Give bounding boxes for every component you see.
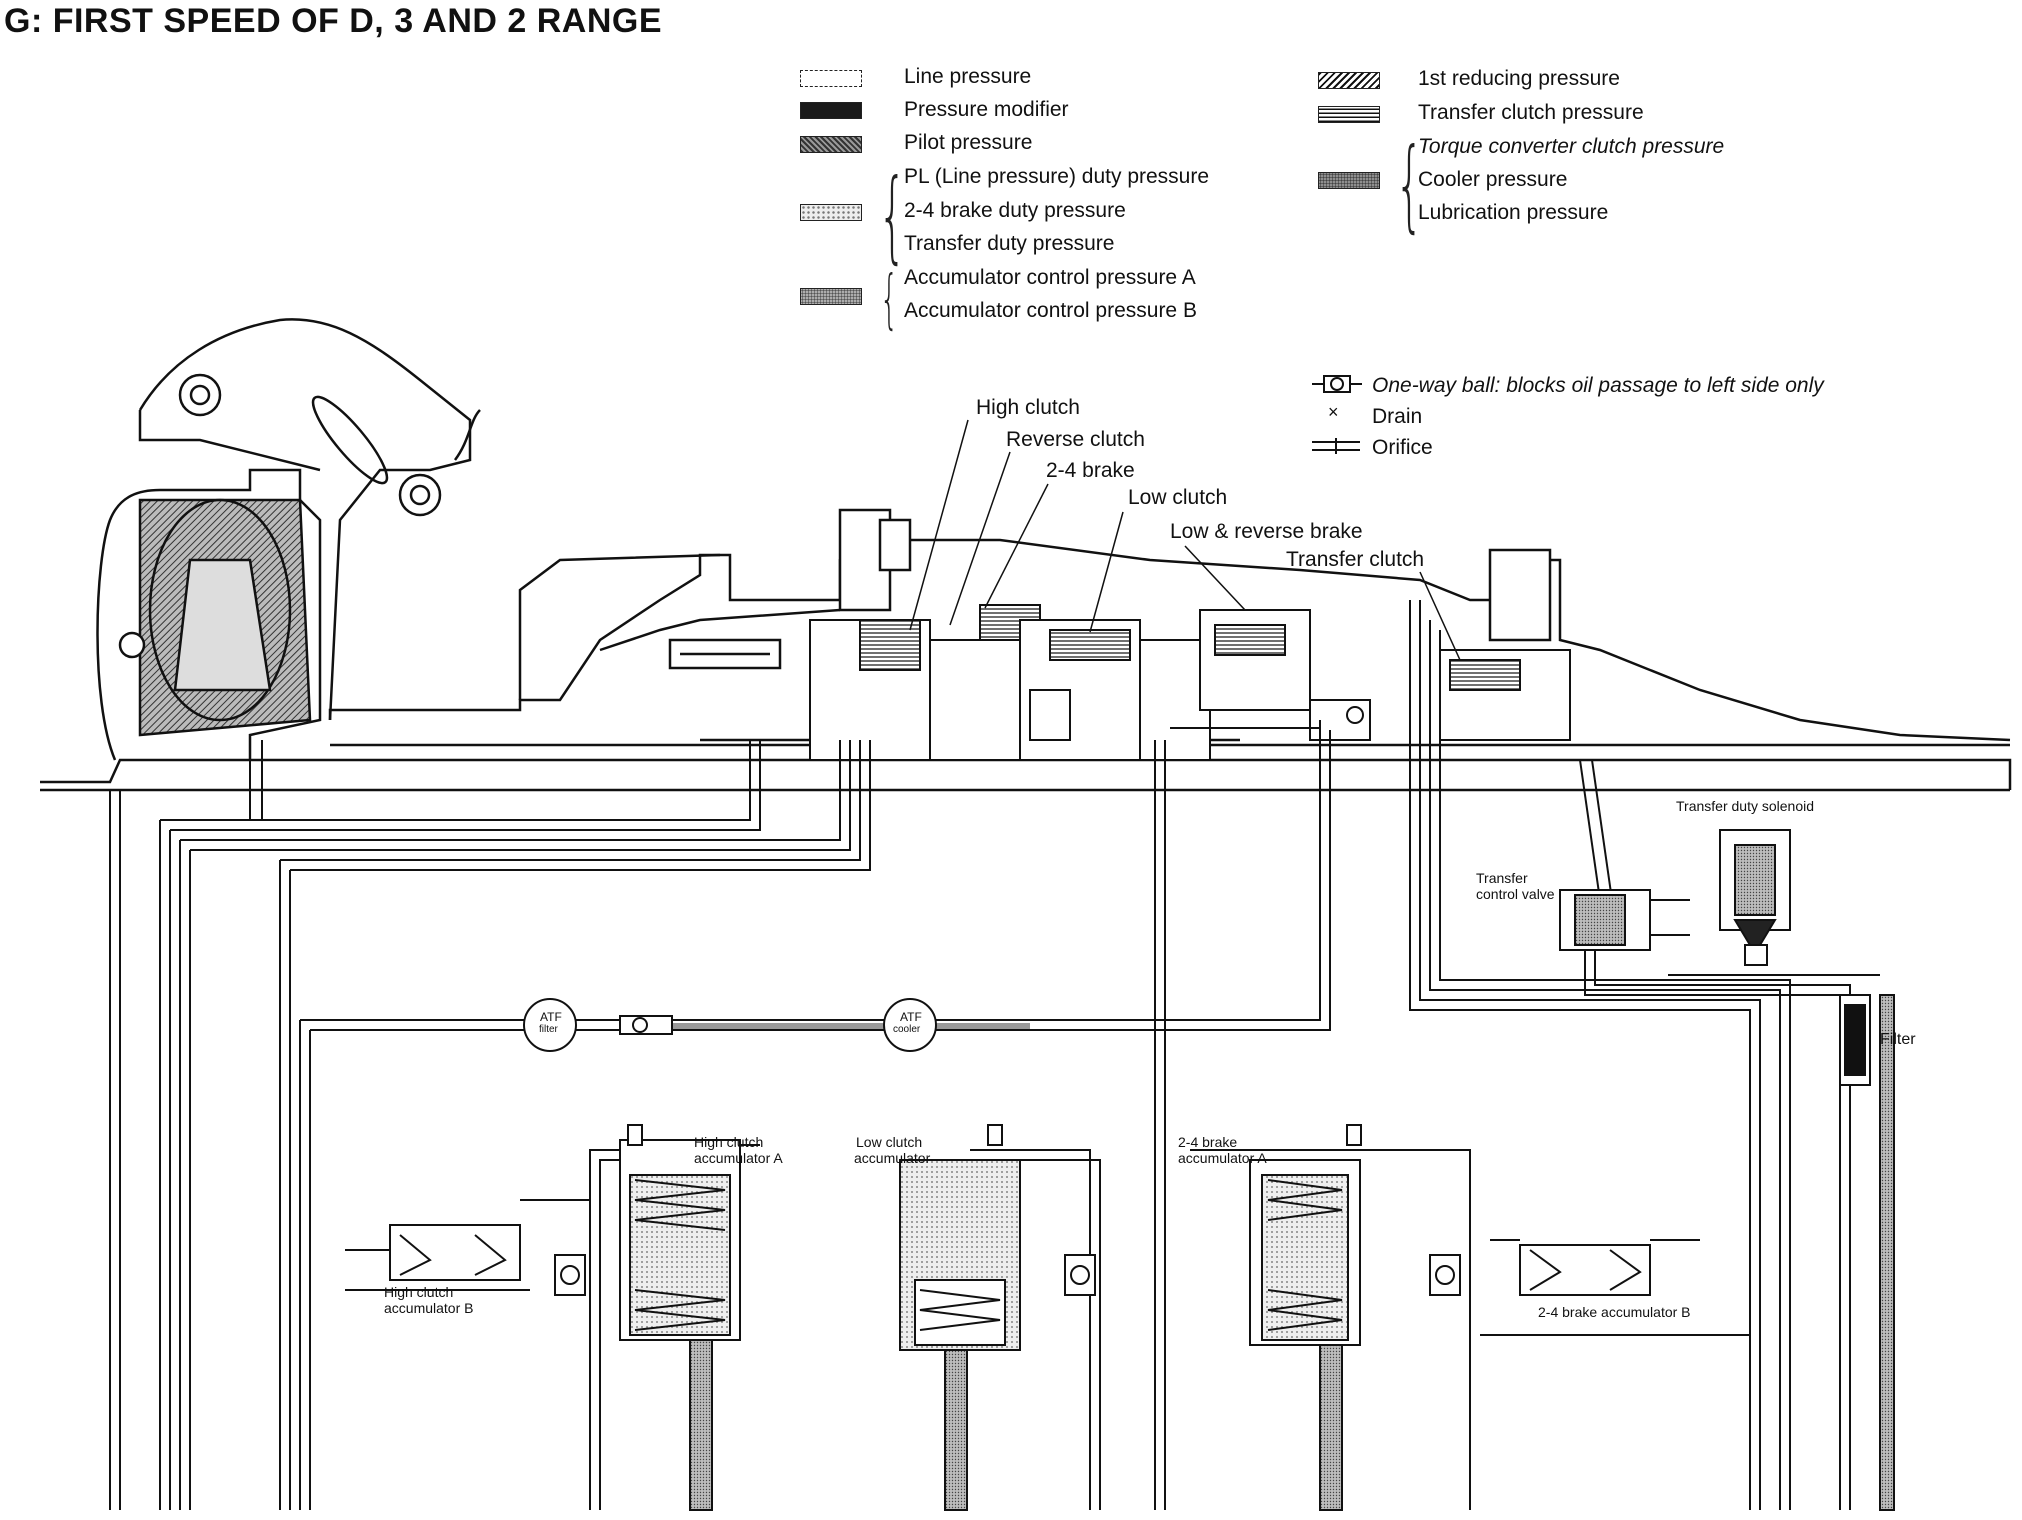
oil-passages [109,600,1895,1511]
label-transfer-control-valve-1: Transfer [1476,870,1528,886]
label-low-clutch: Low clutch [1128,486,1228,509]
label-high-clutch-acc-b-1: High clutch [384,1284,454,1300]
legend-swatch-duty-pressure [800,204,862,221]
legend-first-reducing: 1st reducing pressure [1418,67,1620,90]
clutch-packs [809,604,1571,761]
label-high-clutch-acc-a-2: accumulator A [694,1150,783,1166]
label-high-clutch-acc-b-2: accumulator B [384,1300,474,1316]
label-24-brake-acc-a-2: accumulator A [1178,1150,1267,1166]
legend-transfer-clutch-pressure: Transfer clutch pressure [1418,101,1644,124]
label-filter: Filter [1880,1031,1916,1048]
low-clutch-accumulator [899,1124,1101,1511]
legend-tcc-pressure: Torque converter clutch pressure [1418,135,1725,158]
legend-swatch-pilot-pressure [800,136,862,153]
legend-brace-cooler: { [1395,126,1424,243]
legend-brace-duty: { [878,157,907,274]
symbol-drain-label: Drain [1372,405,1423,428]
legend-swatch-line-pressure [800,70,862,87]
label-high-clutch: High clutch [976,396,1080,419]
page-title: G: FIRST SPEED OF D, 3 AND 2 RANGE [4,2,663,40]
legend-line-pressure: Line pressure [904,65,1032,88]
brake-24-accumulator-b [1429,1239,1750,1336]
label-transfer-control-valve-2: control valve [1476,886,1555,902]
label-reverse-clutch: Reverse clutch [1006,428,1145,451]
label-atf-cooler-1: ATF [900,1010,922,1024]
legend-cooler-pressure: Cooler pressure [1418,168,1568,191]
legend-24-brake-duty-pressure: 2-4 brake duty pressure [904,199,1126,222]
label-24-brake: 2-4 brake [1046,459,1135,482]
legend-swatch-cooler [1318,172,1380,189]
legend-pressure-modifier: Pressure modifier [904,98,1069,121]
symbol-one-way-ball-label: One-way ball: blocks oil passage to left… [1372,374,1824,397]
label-high-clutch-acc-a-1: High clutch [694,1134,764,1150]
legend-swatch-first-reducing [1318,72,1380,89]
orifice-symbol [1312,438,1360,454]
brake-24-accumulator-a [1190,1124,1471,1511]
high-clutch-accumulator-a [589,1124,760,1511]
legend-transfer-duty-pressure: Transfer duty pressure [904,232,1115,255]
legend-acc-control-b: Accumulator control pressure B [904,299,1197,322]
label-24-brake-acc-a-1: 2-4 brake [1178,1134,1238,1150]
one-way-ball-symbol [1312,375,1362,393]
symbol-drain-glyph: × [1328,402,1339,422]
label-24-brake-acc-b: 2-4 brake accumulator B [1538,1304,1691,1320]
label-atf-filter-2: filter [539,1024,558,1035]
label-transfer-duty-solenoid: Transfer duty solenoid [1676,798,1814,814]
legend-swatch-transfer-clutch [1318,106,1380,123]
label-atf-cooler-2: cooler [893,1024,921,1035]
legend-swatch-pressure-modifier [800,102,862,119]
high-clutch-accumulator-b [345,1199,590,1296]
label-atf-filter-1: ATF [540,1010,562,1024]
legend-pl-duty-pressure: PL (Line pressure) duty pressure [904,165,1210,188]
legend-lubrication-pressure: Lubrication pressure [1418,201,1609,224]
label-low-reverse-brake: Low & reverse brake [1170,520,1363,543]
label-low-clutch-acc-2: accumulator [854,1150,931,1166]
symbol-orifice-label: Orifice [1372,436,1433,459]
legend-swatch-acc-control [800,288,862,305]
label-low-clutch-acc-1: Low clutch [856,1134,923,1150]
callout-leaders [909,419,1461,661]
legend-brace-acc: { [880,263,899,337]
label-transfer-clutch: Transfer clutch [1286,548,1425,571]
legend-pilot-pressure: Pilot pressure [904,131,1033,154]
legend-acc-control-a: Accumulator control pressure A [904,266,1196,289]
